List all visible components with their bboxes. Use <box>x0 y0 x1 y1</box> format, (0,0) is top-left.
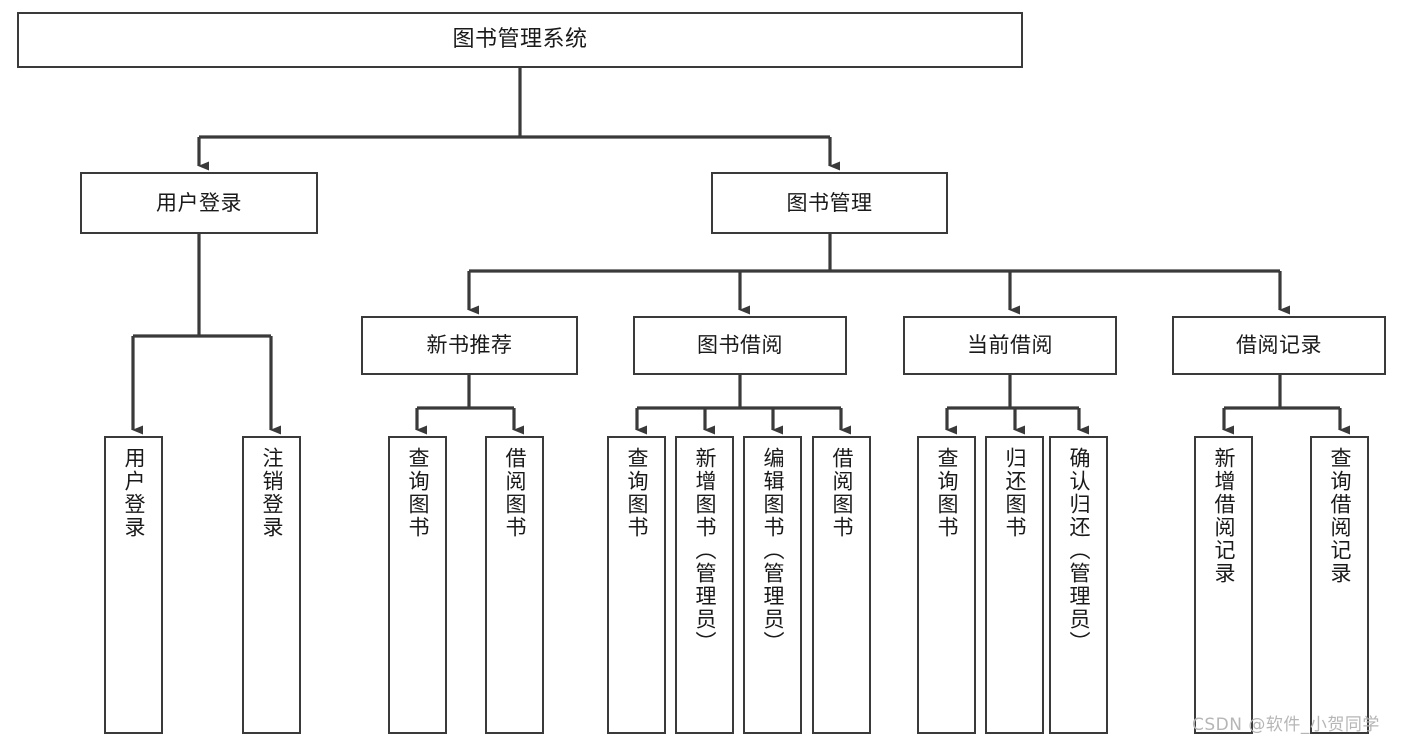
leaf-add-borrow-record-label: 新增借阅记录 <box>1212 447 1236 585</box>
leaf-borrow-book[interactable]: 借阅图书 <box>812 436 871 734</box>
leaf-return-book-label: 归还图书 <box>1003 447 1027 539</box>
node-borrow-record[interactable]: 借阅记录 <box>1172 316 1386 375</box>
node-new-book-recommend[interactable]: 新书推荐 <box>361 316 578 375</box>
node-current-borrow-label: 当前借阅 <box>967 333 1053 358</box>
leaf-query-book-recommend-label: 查询图书 <box>406 447 430 539</box>
leaf-borrow-book-label: 借阅图书 <box>830 447 854 539</box>
node-root[interactable]: 图书管理系统 <box>17 12 1023 68</box>
node-user-login-label: 用户登录 <box>156 190 242 215</box>
node-user-login[interactable]: 用户登录 <box>80 172 318 234</box>
leaf-confirm-return-admin[interactable]: 确认归还（管理员） <box>1049 436 1108 734</box>
leaf-add-book-admin[interactable]: 新增图书（管理员） <box>675 436 734 734</box>
node-new-book-recommend-label: 新书推荐 <box>426 333 513 358</box>
leaf-query-borrow-record[interactable]: 查询借阅记录 <box>1310 436 1369 734</box>
leaf-add-book-admin-label: 新增图书（管理员） <box>693 447 717 654</box>
leaf-borrow-book-recommend[interactable]: 借阅图书 <box>485 436 544 734</box>
node-borrow-record-label: 借阅记录 <box>1236 333 1322 358</box>
leaf-user-logout[interactable]: 注销登录 <box>242 436 301 734</box>
leaf-borrow-book-recommend-label: 借阅图书 <box>503 447 527 539</box>
leaf-user-login-label: 用户登录 <box>122 447 146 539</box>
node-book-borrow-label: 图书借阅 <box>697 333 783 358</box>
leaf-query-book-current-label: 查询图书 <box>935 447 959 539</box>
leaf-query-borrow-record-label: 查询借阅记录 <box>1328 447 1352 585</box>
leaf-user-login[interactable]: 用户登录 <box>104 436 163 734</box>
leaf-confirm-return-admin-label: 确认归还（管理员） <box>1067 447 1091 654</box>
node-book-management[interactable]: 图书管理 <box>711 172 948 234</box>
leaf-return-book[interactable]: 归还图书 <box>985 436 1044 734</box>
leaf-edit-book-admin-label: 编辑图书（管理员） <box>761 447 785 654</box>
node-book-borrow[interactable]: 图书借阅 <box>633 316 847 375</box>
leaf-edit-book-admin[interactable]: 编辑图书（管理员） <box>743 436 802 734</box>
leaf-query-book-recommend[interactable]: 查询图书 <box>388 436 447 734</box>
node-root-label: 图书管理系统 <box>452 27 588 53</box>
leaf-user-logout-label: 注销登录 <box>260 447 284 539</box>
leaf-query-book-borrow-label: 查询图书 <box>625 447 649 539</box>
leaf-query-book-borrow[interactable]: 查询图书 <box>607 436 666 734</box>
node-current-borrow[interactable]: 当前借阅 <box>903 316 1117 375</box>
leaf-query-book-current[interactable]: 查询图书 <box>917 436 976 734</box>
leaf-add-borrow-record[interactable]: 新增借阅记录 <box>1194 436 1253 734</box>
node-book-management-label: 图书管理 <box>786 190 873 215</box>
